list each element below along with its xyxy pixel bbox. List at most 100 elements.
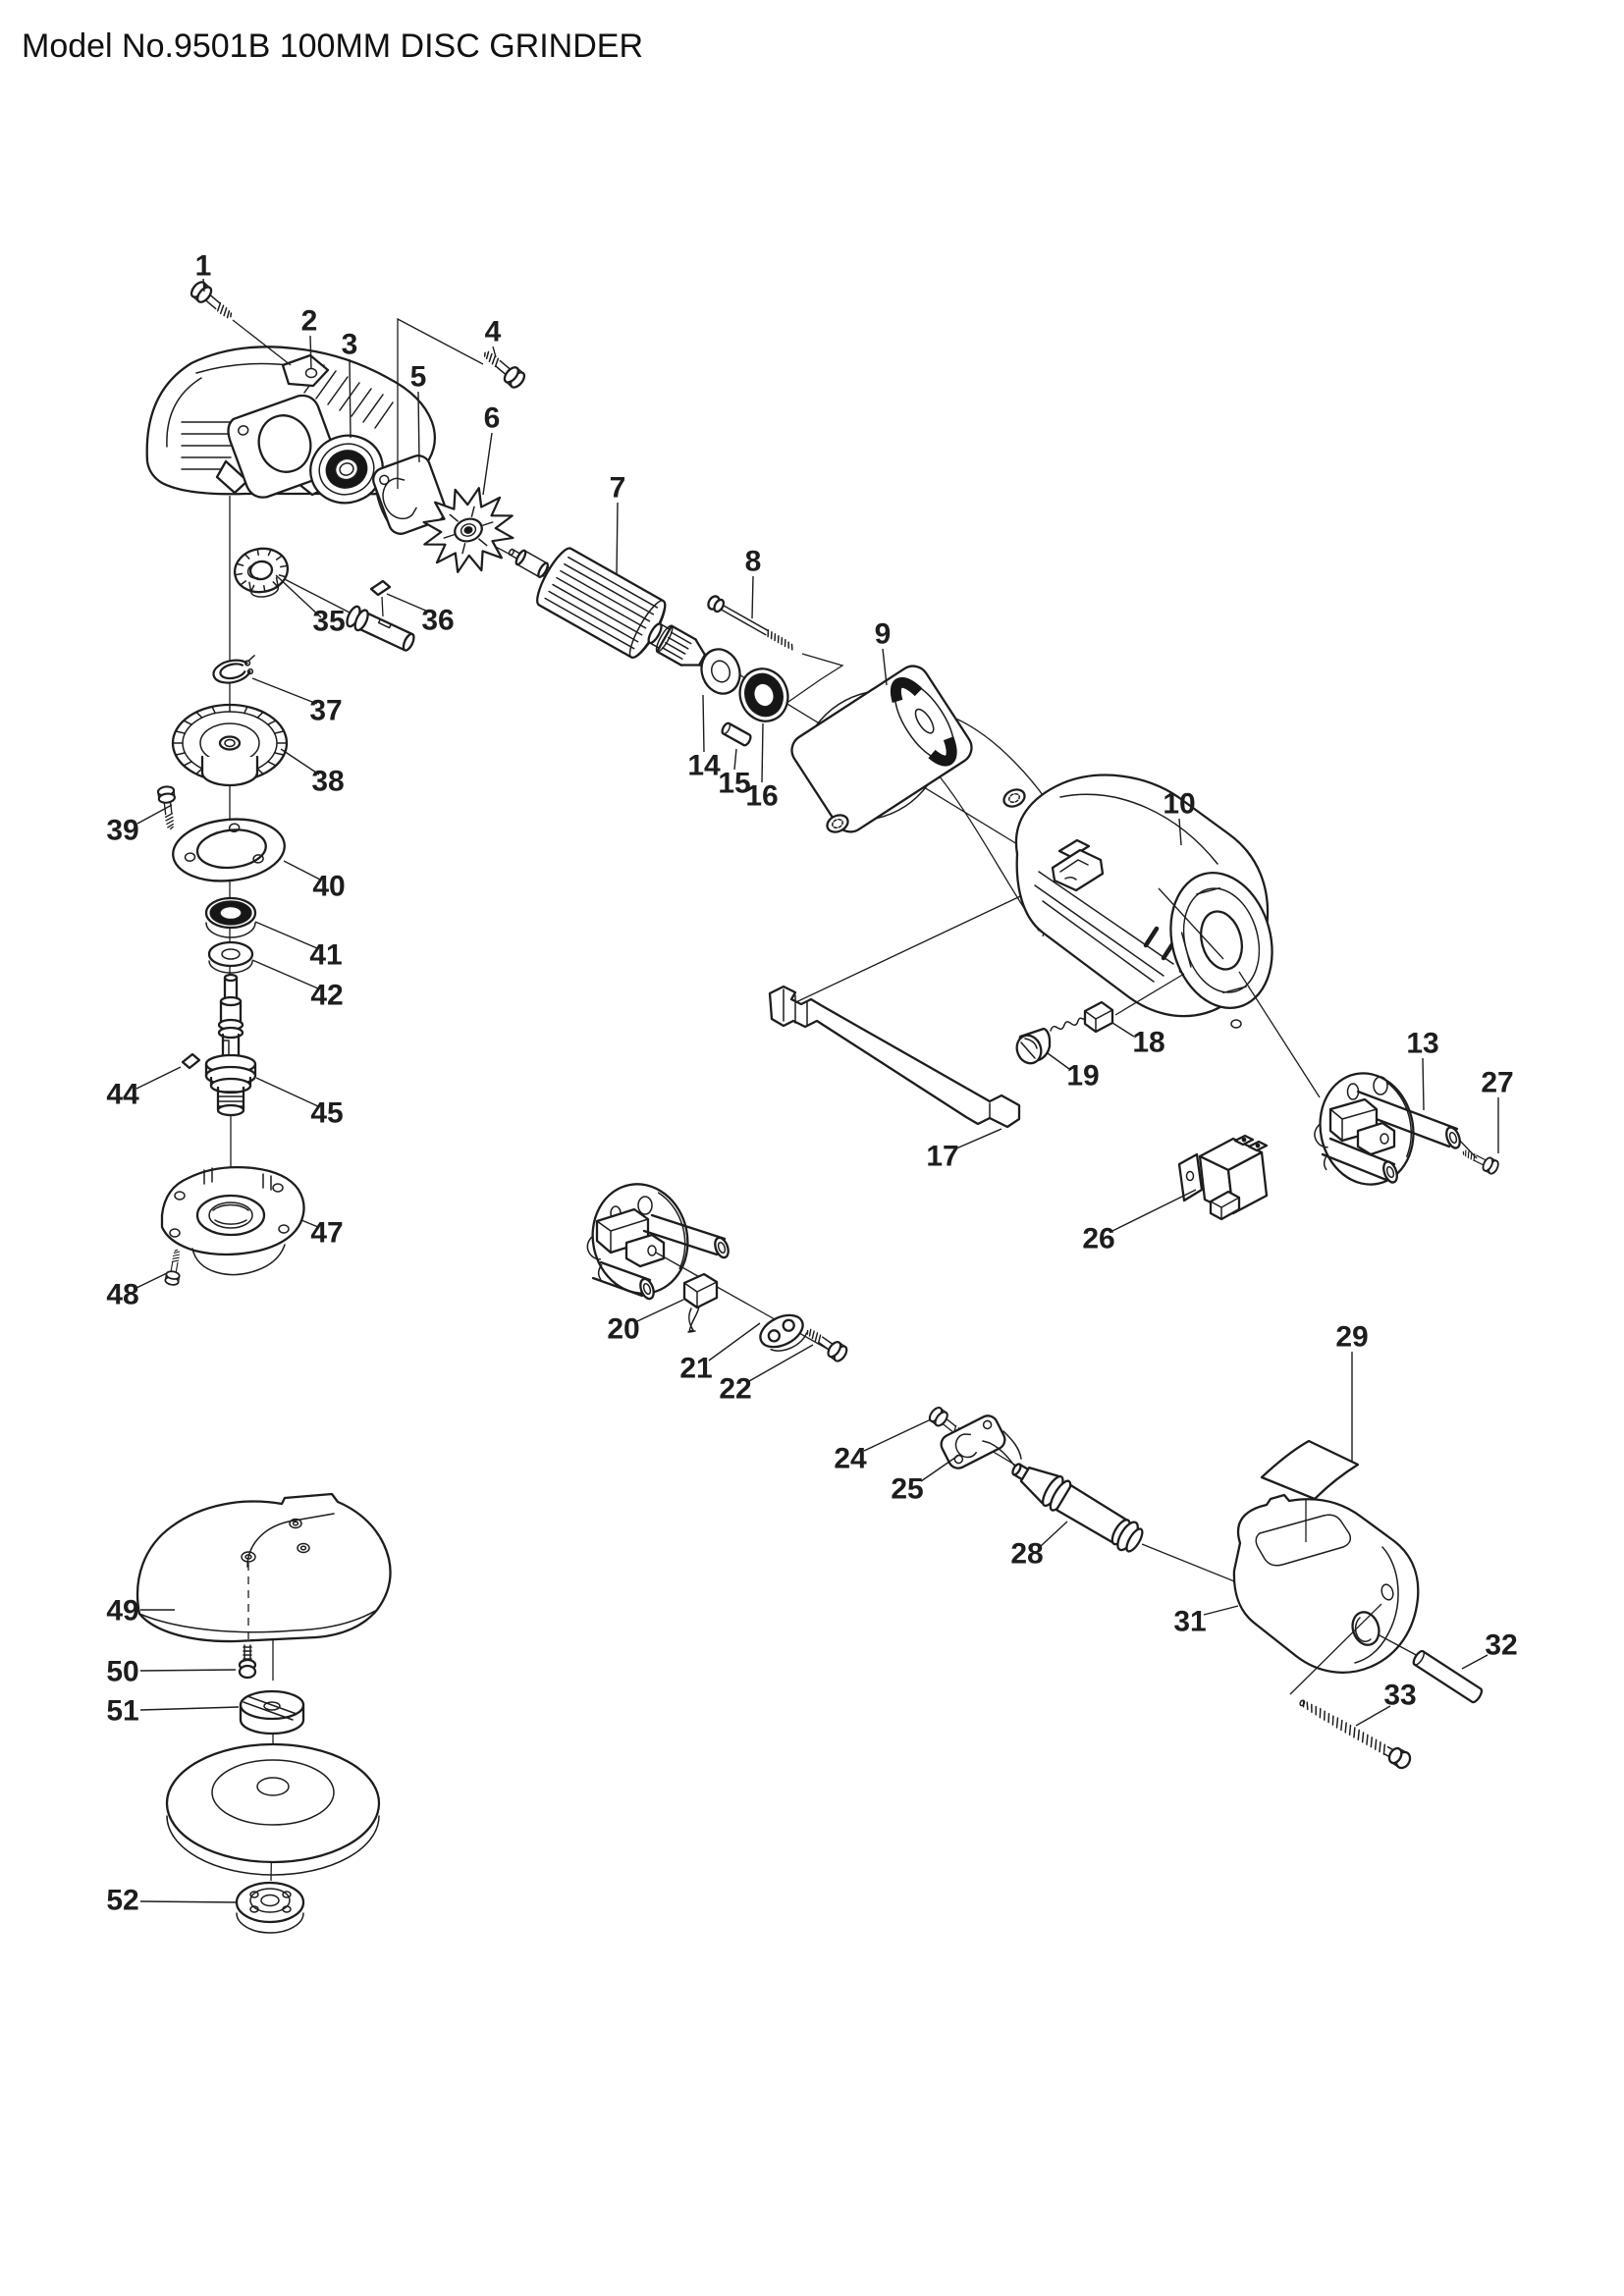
part-number-13: 13: [1406, 1028, 1438, 1060]
part-number-9: 9: [875, 618, 892, 651]
part-number-42: 42: [310, 980, 343, 1012]
bearing-box: [160, 1165, 305, 1276]
choke-coil: [682, 1272, 719, 1333]
leader-line-26: [1111, 1189, 1197, 1232]
leader-line-19: [1047, 1052, 1070, 1070]
leader-line-32: [1461, 1654, 1489, 1670]
guard-screw: [238, 1644, 257, 1680]
leader-line-20: [636, 1299, 684, 1322]
leader-line-35: [275, 574, 322, 618]
leader-line-45: [255, 1077, 319, 1107]
part-number-19: 19: [1066, 1060, 1099, 1093]
part-number-8: 8: [745, 546, 762, 578]
part-number-41: 41: [309, 939, 342, 972]
part-number-38: 38: [311, 766, 344, 798]
part-number-51: 51: [106, 1695, 138, 1728]
leader-line-5: [417, 391, 420, 463]
leader-line-28: [1040, 1521, 1068, 1547]
switch-slide-bar: [768, 985, 1021, 1129]
screw4-position-line: [397, 317, 484, 489]
leader-line-21: [708, 1322, 761, 1362]
brush-holder-plate: [586, 1183, 730, 1301]
part-number-28: 28: [1010, 1538, 1043, 1571]
handle-cover: [1232, 1493, 1420, 1674]
housing-front-face: [1169, 872, 1273, 1009]
insulation-washer: [700, 648, 741, 695]
ball-bearing-608: [309, 434, 384, 505]
part-number-15: 15: [718, 768, 750, 800]
part-number-3: 3: [342, 329, 358, 361]
lock-nut: [235, 1881, 305, 1934]
spindle-bearing: [204, 896, 257, 938]
cooling-fan: [422, 487, 514, 573]
part-number-2: 2: [301, 305, 318, 338]
screw8-position-line: [785, 653, 844, 705]
bearing-box-screw: [163, 1248, 186, 1287]
leader-line-15: [733, 748, 737, 771]
part-number-47: 47: [310, 1217, 343, 1250]
part-number-45: 45: [310, 1097, 343, 1130]
wire-eyelet: [826, 814, 849, 833]
leader-line-39: [136, 804, 173, 825]
leader-line-16: [761, 722, 764, 783]
leader-line-33: [1355, 1705, 1391, 1727]
leader-line-13: [1422, 1057, 1425, 1111]
part-number-37: 37: [309, 695, 342, 727]
retainer-plate-screw: [478, 345, 528, 392]
leader-line-1: [202, 278, 205, 293]
part-number-1: 1: [195, 250, 212, 283]
leader-line-48: [135, 1272, 168, 1289]
leader-line-7: [616, 502, 619, 576]
part-number-29: 29: [1335, 1321, 1368, 1354]
pinion-gear: [233, 547, 290, 598]
part-number-44: 44: [106, 1079, 139, 1111]
screw1-insert-line: [232, 319, 292, 366]
part-number-40: 40: [312, 871, 345, 903]
clip-screw: [801, 1322, 850, 1364]
part-number-31: 31: [1173, 1606, 1206, 1638]
switch-lever: [1051, 838, 1105, 892]
leader-line-18: [1111, 1022, 1135, 1038]
retainer-screw: [156, 784, 180, 831]
grinding-wheel: [165, 1742, 381, 1876]
part-number-14: 14: [687, 750, 721, 782]
leader-line-50: [139, 1669, 237, 1672]
leader-line-8: [751, 575, 754, 619]
housing-screw: [188, 278, 238, 325]
gear-shaft: [346, 605, 415, 652]
field-stator: [790, 665, 1082, 937]
baffle-screw: [1459, 1145, 1501, 1177]
plate-to-clamp-line: [655, 1252, 832, 1352]
armature: [508, 547, 726, 675]
part-number-4: 4: [485, 316, 502, 348]
leader-line-9: [882, 648, 888, 686]
leader-line-40: [283, 860, 321, 881]
leader-line-17: [955, 1128, 1002, 1149]
leader-line-2: [309, 335, 312, 370]
part-number-16: 16: [745, 780, 778, 813]
wire-eyelet: [1002, 788, 1026, 808]
part-number-50: 50: [106, 1656, 138, 1688]
handle-pin: [1412, 1649, 1484, 1704]
part-number-35: 35: [312, 606, 345, 638]
motor-housing: [1014, 774, 1273, 1029]
brush-holder-cap: [1015, 1027, 1052, 1065]
leader-line-47: [300, 1219, 319, 1228]
leader-line-24: [863, 1418, 932, 1452]
leader-line-31: [1203, 1605, 1239, 1616]
leader-line-4: [492, 346, 497, 358]
circlip: [212, 655, 255, 684]
part-number-33: 33: [1383, 1680, 1416, 1712]
leader-line-14: [702, 694, 705, 753]
hole-to-pin-line: [1379, 1634, 1421, 1658]
part-number-48: 48: [106, 1279, 138, 1311]
part-number-20: 20: [607, 1313, 639, 1346]
part-number-18: 18: [1132, 1027, 1164, 1059]
part-number-5: 5: [410, 361, 427, 394]
part-number-17: 17: [926, 1141, 958, 1173]
part-number-7: 7: [610, 472, 626, 505]
leader-line-3: [349, 358, 352, 439]
leader-line-6: [482, 432, 493, 496]
